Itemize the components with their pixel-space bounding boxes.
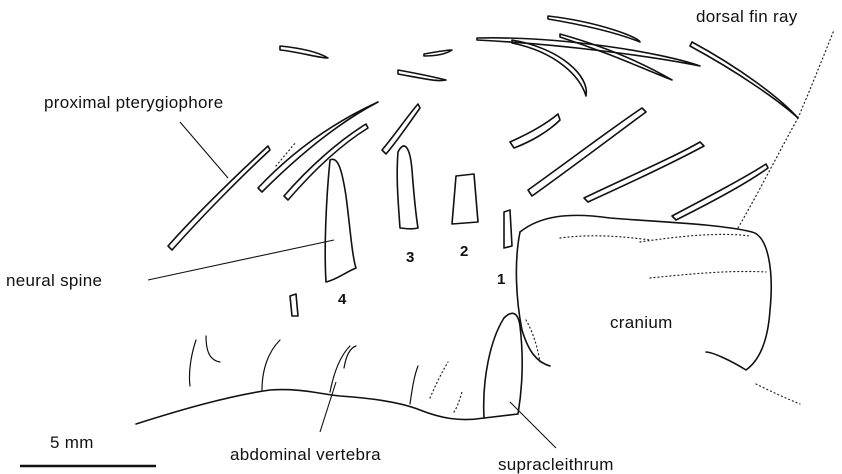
cranium-outline [520,215,771,370]
fin-ray [690,42,798,118]
neural-spine-fragment [290,294,298,316]
label-proximal-pterygiophore: proximal pterygiophore [44,93,224,112]
vertebra-process [262,340,280,390]
scale-bar-label: 5 mm [50,433,94,452]
vertebra-process [206,336,220,362]
spine-number-4: 4 [338,291,347,308]
label-cranium: cranium [610,313,673,332]
neural-spine-2 [452,174,478,224]
supracleithrum-dotted [526,320,540,362]
label-supracleithrum: supracleithrum [498,455,614,474]
vertebra-process [189,340,196,386]
dorsal-outline [738,118,798,228]
cranium-suture [756,384,800,404]
cranium-suture [650,271,766,278]
fin-ray [560,34,672,80]
pterygiophore [672,164,768,220]
label-abdominal-vertebra: abdominal vertebra [230,445,381,464]
vertebra-dotted [430,362,448,398]
spine-number-2: 2 [460,243,468,260]
neural-spine-4 [325,159,356,282]
fin-ray [424,50,452,56]
cranium-suture [640,234,750,242]
supracleithrum-outline [484,313,522,418]
body-ventral-outline [136,390,484,424]
pterygiophore [168,146,270,250]
vertebra-process [344,346,356,368]
cranium-suture [560,236,650,240]
pterygiophore [584,142,704,202]
fin-ray [398,70,446,81]
leader-abdominal-vertebra [320,382,336,432]
vertebra-process [410,366,418,404]
fin-ray [280,46,328,58]
vertebra-process [330,346,350,392]
neural-spine-1 [504,210,512,248]
spine-number-3: 3 [406,249,414,266]
leader-proximal-pterygiophore [180,122,228,178]
vertebra-dotted [454,392,462,412]
label-neural-spine: neural spine [6,271,102,290]
dorsal-outline [798,30,834,118]
pterygiophore [258,102,378,192]
leader-supracleithrum [510,402,556,448]
neural-spine-3 [397,146,418,229]
spine-number-1: 1 [497,271,505,288]
label-dorsal-fin-ray: dorsal fin ray [696,7,798,26]
pterygiophore [510,114,560,148]
